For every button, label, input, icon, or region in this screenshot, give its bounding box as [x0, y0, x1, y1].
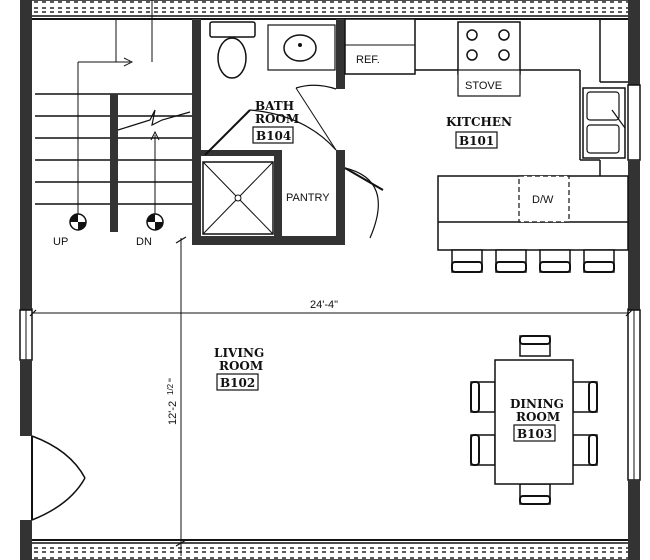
depth-dimension-fraction: 1/2: [166, 383, 175, 395]
bottom-exterior-wall: [29, 539, 631, 560]
bathroom-walls: [192, 19, 345, 245]
depth-dimension-line: [175, 236, 187, 556]
bar-stools: [451, 249, 615, 273]
pantry-door: [344, 167, 384, 239]
top-exterior-wall: [29, 0, 631, 20]
toilet: [209, 21, 256, 79]
bathroom-door: [204, 84, 337, 156]
dining-room-name-line1: DINING: [510, 397, 564, 411]
staircase: [35, 0, 192, 232]
dining-room-name-line2: ROOM: [516, 410, 560, 424]
bath-room-tag-box: [252, 126, 294, 144]
living-room-name-line2: ROOM: [219, 359, 263, 373]
right-exterior-wall: [627, 0, 641, 560]
depth-dimension-main: 12'-2: [167, 401, 179, 425]
bath-room-name-line1: BATH: [255, 99, 294, 113]
kitchen-tag: B101: [459, 134, 494, 148]
bathroom-sink: [267, 24, 336, 71]
bath-room-name-line2: ROOM: [255, 112, 299, 126]
dining-room-tag: B103: [517, 427, 552, 441]
stove: [457, 21, 521, 97]
depth-dimension-unit: ": [167, 378, 179, 382]
dishwasher-label: D/W: [532, 194, 554, 206]
stove-label: STOVE: [465, 80, 502, 92]
stair-down-label: DN: [136, 236, 152, 248]
front-door: [31, 435, 86, 521]
stair-up-label: UP: [53, 236, 68, 248]
shower: [202, 161, 274, 235]
bath-room-tag: B104: [256, 129, 291, 143]
refrigerator: [344, 18, 416, 75]
depth-dimension: 12'-2 1/2 ": [166, 378, 179, 425]
pantry-label: PANTRY: [286, 192, 330, 204]
living-room-tag-box: [216, 373, 259, 391]
kitchen-sink: [582, 87, 626, 159]
stair-down-marker: [146, 213, 164, 231]
living-room-tag: B102: [220, 376, 255, 390]
width-dimension: 24'-4": [310, 299, 338, 311]
dining-room-tag-box: [513, 424, 556, 442]
width-dimension-line: [29, 308, 633, 318]
kitchen-name: KITCHEN: [446, 115, 512, 129]
dining-table: [494, 359, 574, 485]
kitchen-tag-box: [455, 131, 498, 149]
stair-up-marker: [69, 213, 87, 231]
living-room-name-line1: LIVING: [214, 346, 264, 360]
left-exterior-wall: [19, 0, 33, 560]
refrigerator-label: REF.: [356, 54, 380, 66]
dishwasher: [518, 175, 570, 223]
